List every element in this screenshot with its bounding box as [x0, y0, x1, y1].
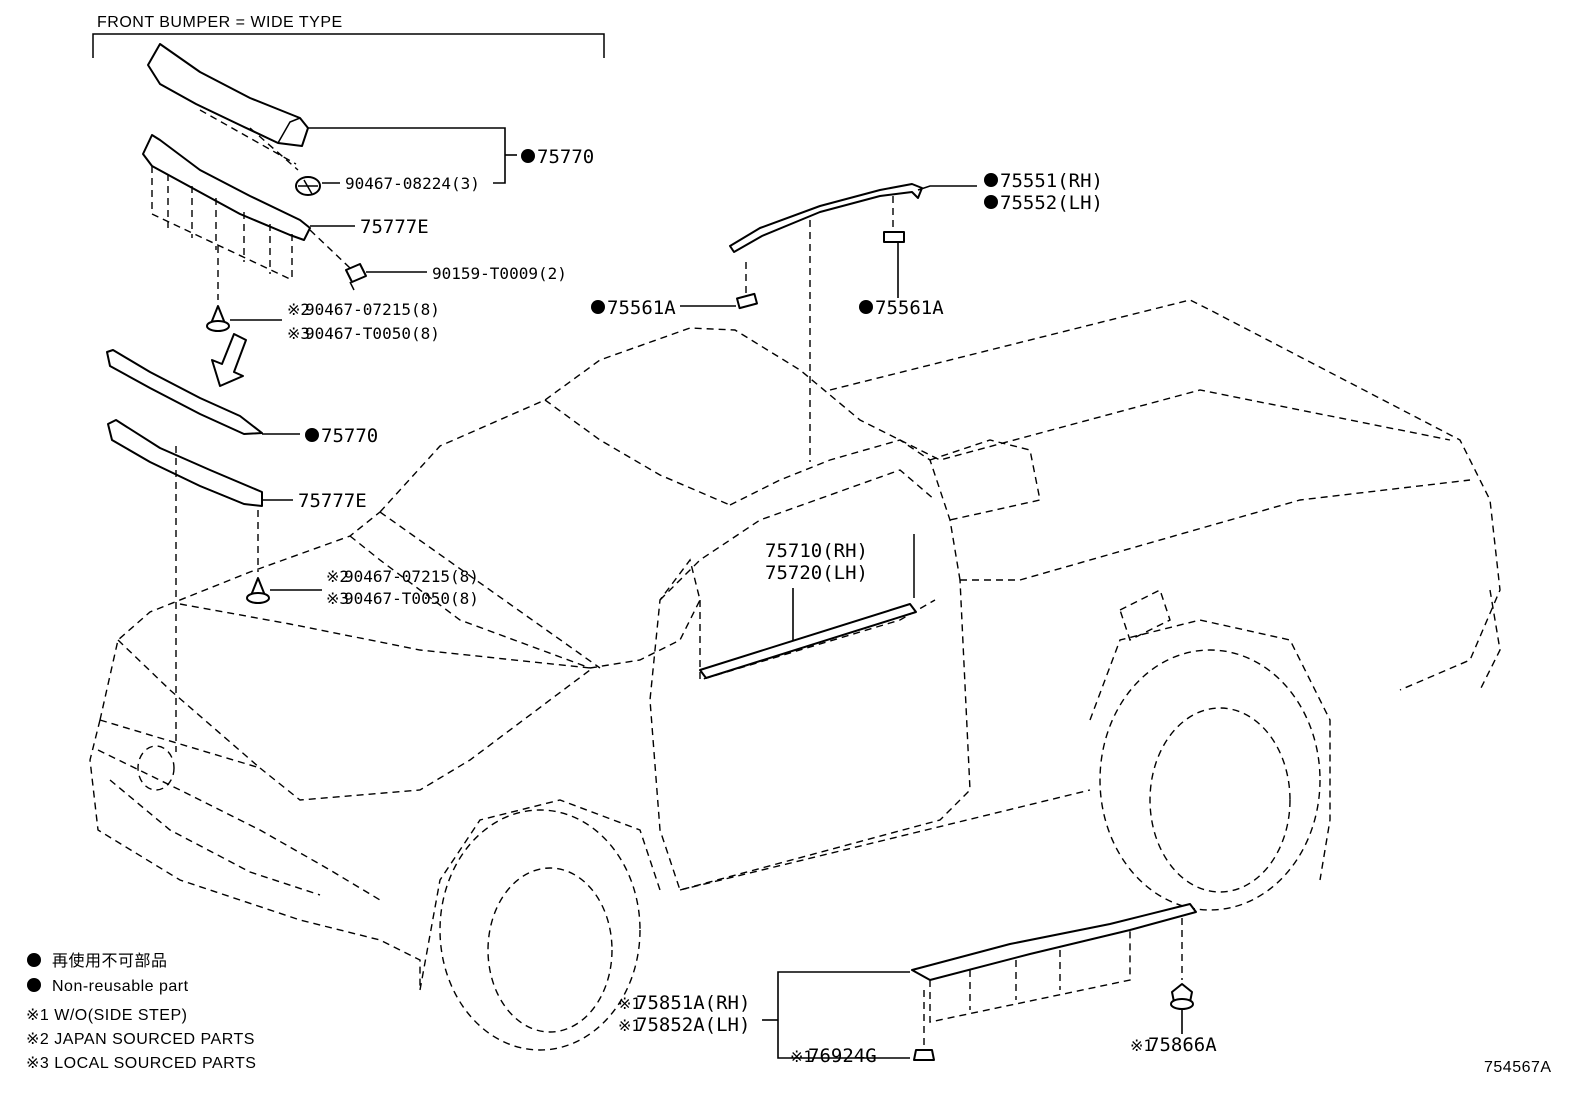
- bumper-trim-middle: [106, 349, 263, 435]
- truck-outline: [89, 299, 1501, 1051]
- label-75561a-right: 75561A: [875, 297, 944, 319]
- label-clip-mid-a: 90467-07215(8): [344, 567, 479, 586]
- mark-76924g: ※1: [790, 1047, 813, 1066]
- mark-clip-top-a: ※2: [287, 300, 310, 319]
- legend-dot-en: [27, 978, 41, 992]
- clip-upper: [206, 305, 230, 332]
- label-75770-top: 75770: [537, 146, 594, 168]
- label-76924g: 76924G: [808, 1045, 877, 1067]
- mark-clip-mid-b: ※3: [326, 589, 349, 608]
- label-clip-mid-b: 90467-T0050(8): [344, 589, 479, 608]
- label-75777e-top: 75777E: [360, 216, 429, 238]
- retainer-middle: [107, 419, 263, 507]
- clip-75561a-left: [736, 292, 758, 310]
- legend-dot-jp: [27, 953, 41, 967]
- clip-75561a-right: [883, 231, 905, 243]
- nonreusable-mark: [305, 428, 319, 442]
- label-75852a: 75852A(LH): [636, 1014, 750, 1036]
- legend-en-nonreusable: Non-reusable part: [52, 978, 189, 995]
- label-90467-08224: 90467-08224(3): [345, 174, 480, 193]
- label-clip-top-b: 90467-T0050(8): [305, 324, 440, 343]
- label-90159: 90159-T0009(2): [432, 264, 567, 283]
- label-clip-top-a: 90467-07215(8): [305, 300, 440, 319]
- label-75770-mid: 75770: [321, 425, 378, 447]
- mark-clip-top-b: ※3: [287, 324, 310, 343]
- nonreusable-mark: [984, 173, 998, 187]
- mark-75851a: ※1: [618, 994, 641, 1013]
- rocker-moulding: [911, 903, 1197, 981]
- label-75561a-left: 75561A: [607, 297, 676, 319]
- title-bracket: [92, 33, 605, 58]
- label-75851a: 75851A(RH): [636, 992, 750, 1014]
- legend-note-2: ※2 JAPAN SOURCED PARTS: [26, 1031, 255, 1048]
- nonreusable-mark: [859, 300, 873, 314]
- label-75551: 75551(RH): [1000, 170, 1103, 192]
- mark-75866a: ※1: [1130, 1036, 1153, 1055]
- legend: 再使用不可部品 Non-reusable part ※1 W/O(SIDE ST…: [26, 952, 256, 1072]
- label-75777e-mid: 75777E: [298, 490, 367, 512]
- mark-75852a: ※1: [618, 1016, 641, 1035]
- roof-moulding: [729, 183, 923, 253]
- label-75866a: 75866A: [1148, 1034, 1217, 1056]
- diagram-code: 754567A: [1484, 1059, 1552, 1076]
- nonreusable-mark: [984, 195, 998, 209]
- screw-90159: [345, 263, 367, 291]
- mark-clip-mid-a: ※2: [326, 567, 349, 586]
- label-75552: 75552(LH): [1000, 192, 1103, 214]
- direction-arrow: [211, 333, 247, 387]
- nonreusable-mark: [521, 149, 535, 163]
- legend-note-1: ※1 W/O(SIDE STEP): [26, 1007, 187, 1024]
- clip-76924g: [913, 1049, 935, 1061]
- clip-middle: [246, 577, 270, 604]
- label-75710: 75710(RH): [765, 540, 868, 562]
- clip-75866a: [1170, 983, 1194, 1010]
- nonreusable-mark: [591, 300, 605, 314]
- legend-note-3: ※3 LOCAL SOURCED PARTS: [26, 1055, 256, 1072]
- legend-jp-nonreusable: 再使用不可部品: [52, 952, 168, 970]
- clip-90467-08224: [295, 176, 321, 196]
- diagram-title: FRONT BUMPER = WIDE TYPE: [97, 14, 343, 31]
- label-75720: 75720(LH): [765, 562, 868, 584]
- retainer-upper: [142, 134, 311, 241]
- bumper-trim-upper: [147, 43, 309, 147]
